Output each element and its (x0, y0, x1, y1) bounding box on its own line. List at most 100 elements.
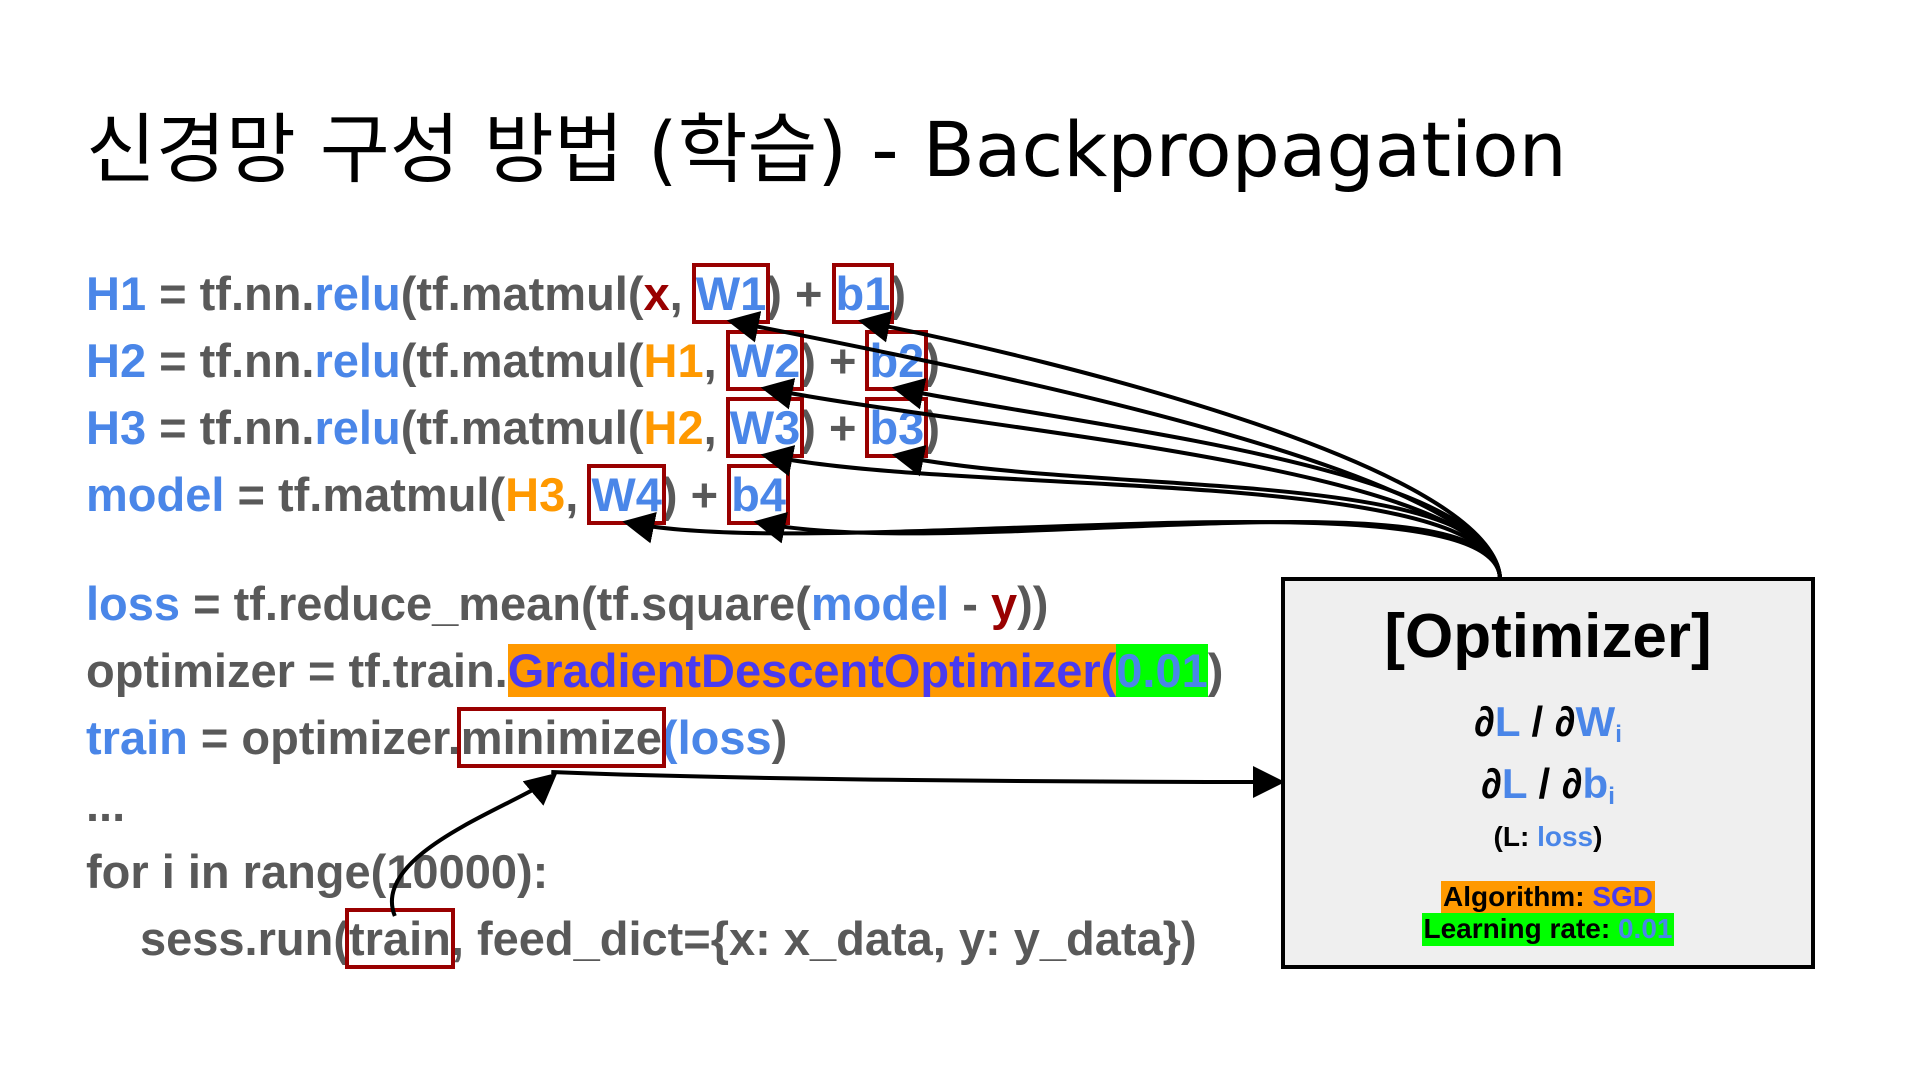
deriv-l: L (1494, 698, 1520, 746)
code-text: = tf.reduce_mean(tf.square( (180, 577, 811, 630)
code-line-optimizer: optimizer = tf.train.GradientDescentOpti… (86, 644, 1224, 697)
arrow-minimize-to-optimizer (551, 765, 1285, 798)
note-text: ) (1593, 821, 1603, 853)
code-text: sess.run( (140, 912, 349, 965)
code-text: ) (924, 401, 940, 454)
arrow-to-b4 (753, 511, 1502, 578)
algorithm-label: Algorithm: (1443, 881, 1593, 913)
weight-w3: W3 (725, 397, 805, 458)
code-text: )) (1017, 577, 1049, 630)
learning-rate-value: 0.01 (1116, 644, 1208, 697)
var-h1-ref: H1 (643, 334, 704, 387)
var-x: x (643, 267, 670, 320)
code-line-model: model = tf.matmul(H3, W4) + b4 (86, 464, 790, 525)
weight-w2: W2 (725, 330, 805, 391)
slide-title: 신경망 구성 방법 (학습) - Backpropagation (86, 105, 1567, 194)
deriv-w: W (1575, 698, 1616, 746)
var-model: model (86, 468, 225, 521)
code-text: , (565, 468, 592, 521)
code-text: = optimizer. (187, 711, 461, 764)
fn-relu: relu (314, 267, 401, 320)
code-line-loss: loss = tf.reduce_mean(tf.square(model - … (86, 580, 1048, 627)
arrow-to-b3 (891, 445, 1502, 578)
note-loss: loss (1537, 821, 1594, 853)
code-paren: ( (661, 711, 678, 764)
arrow-to-b2 (891, 378, 1502, 578)
learning-rate-box-value: 0.01 (1617, 913, 1673, 945)
partial-symbol: / ∂ (1526, 760, 1583, 808)
learning-rate-badge: Learning rate: 0.01 (1421, 913, 1675, 946)
code-line-train: train = optimizer.minimize(loss) (86, 707, 788, 768)
arrow-to-b1 (857, 311, 1502, 578)
fn-relu: relu (314, 401, 401, 454)
var-train: train (86, 711, 188, 764)
bias-b2: b2 (865, 330, 929, 391)
optimizer-title: [Optimizer] (1384, 602, 1712, 671)
code-line-h2: H2 = tf.nn.relu(tf.matmul(H1, W2) + b2) (86, 330, 940, 391)
code-text: ) + (800, 334, 870, 387)
code-line-for: for i in range(10000): (86, 845, 549, 898)
code-text: (tf.matmul( (400, 401, 644, 454)
code-text: (tf.matmul( (400, 267, 644, 320)
code-text: ) + (661, 468, 732, 521)
code-text: = tf.nn. (146, 401, 315, 454)
deriv-subscript: i (1608, 783, 1615, 811)
code-text: ) (924, 334, 940, 387)
algorithm-badge: Algorithm: SGD (1441, 881, 1655, 914)
code-line-h1: H1 = tf.nn.relu(tf.matmul(x, W1) + b1) (86, 263, 907, 324)
code-text: ) + (766, 267, 836, 320)
bias-b3: b3 (865, 397, 929, 458)
bias-b1: b1 (831, 263, 895, 324)
code-text: , (703, 401, 730, 454)
learning-rate-label: Learning rate: (1423, 913, 1618, 945)
code-text: ) + (800, 401, 870, 454)
partial-symbol: / ∂ (1519, 698, 1576, 746)
code-text: = tf.matmul( (224, 468, 506, 521)
code-text: , feed_dict={x: x_data, y: y_data}) (450, 912, 1197, 965)
partial-symbol: ∂ (1474, 698, 1495, 746)
code-paren: ( (1100, 644, 1117, 697)
deriv-l: L (1501, 760, 1527, 808)
var-h3: H3 (86, 401, 147, 454)
code-text: , (703, 334, 730, 387)
code-text: = tf.nn. (146, 334, 315, 387)
code-line-ellipsis: ... (86, 778, 126, 831)
algorithm-value: SGD (1592, 881, 1653, 913)
optimizer-class: GradientDescentOptimizer (507, 644, 1101, 697)
var-h1: H1 (86, 267, 147, 320)
fn-relu: relu (314, 334, 401, 387)
var-y: y (991, 577, 1018, 630)
code-text: = tf.nn. (146, 267, 315, 320)
method-minimize: minimize (456, 707, 666, 768)
partial-symbol: ∂ (1481, 760, 1502, 808)
var-h2-ref: H2 (643, 401, 704, 454)
code-text: - (949, 577, 992, 630)
code-text: , (669, 267, 696, 320)
var-h2: H2 (86, 334, 147, 387)
deriv-bias: ∂L / ∂bi (1285, 763, 1811, 809)
weight-w1: W1 (691, 263, 771, 324)
code-line-h3: H3 = tf.nn.relu(tf.matmul(H2, W3) + b3) (86, 397, 940, 458)
loss-note: (L: loss) (1285, 821, 1811, 853)
var-loss-ref: loss (677, 711, 772, 764)
code-paren: ) (1207, 644, 1224, 697)
code-text: optimizer = tf.train. (86, 644, 508, 697)
deriv-subscript: i (1615, 721, 1622, 749)
arrow-to-w4 (622, 511, 1502, 578)
weight-w4: W4 (587, 464, 666, 525)
var-train-ref: train (344, 908, 455, 969)
code-paren: ) (771, 711, 788, 764)
deriv-b: b (1582, 760, 1609, 808)
bias-b4: b4 (727, 464, 790, 525)
var-loss: loss (86, 577, 181, 630)
deriv-weight: ∂L / ∂Wi (1285, 701, 1811, 747)
code-text: (tf.matmul( (400, 334, 644, 387)
code-text: ) (890, 267, 907, 320)
code-line-sess-run: sess.run(train, feed_dict={x: x_data, y:… (140, 908, 1197, 969)
optimizer-box: [Optimizer] ∂L / ∂Wi ∂L / ∂bi (L: loss) … (1281, 577, 1815, 969)
note-text: (L: (1493, 821, 1538, 853)
var-model-ref: model (810, 577, 950, 630)
arrow-to-w3 (760, 445, 1502, 578)
optimizer-settings: Algorithm: SGD Learning rate: 0.01 (1285, 881, 1811, 946)
var-h3-ref: H3 (505, 468, 566, 521)
